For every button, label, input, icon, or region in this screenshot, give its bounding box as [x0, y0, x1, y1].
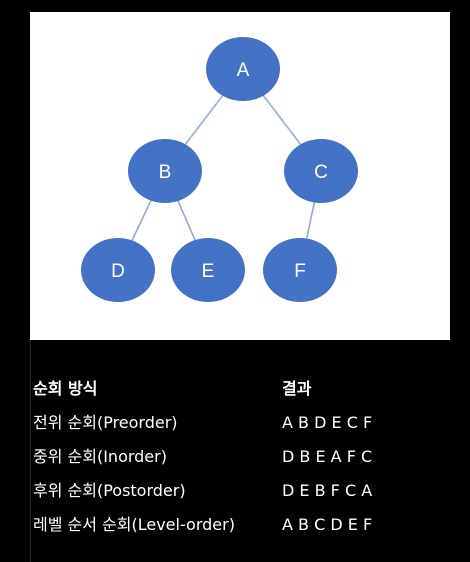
edge-C-F: [305, 202, 316, 239]
node-F: F: [263, 238, 337, 302]
header-method: 순회 방식: [33, 379, 98, 398]
result-preorder: A B D E C F: [282, 413, 373, 432]
method-postorder: 후위 순회(Postorder): [33, 481, 186, 500]
node-label-D: D: [111, 261, 125, 282]
node-label-A: A: [237, 60, 250, 81]
node-circle-C: [284, 139, 358, 203]
node-C: C: [284, 139, 358, 203]
edge-A-B: [184, 95, 224, 145]
header-result: 결과: [282, 379, 312, 398]
node-circle-A: [206, 37, 280, 101]
divider-line: [30, 340, 31, 562]
node-label-C: C: [314, 162, 328, 183]
table-header-row: 순회 방식 결과: [33, 372, 453, 406]
result-levelorder: A B C D E F: [282, 515, 373, 534]
method-preorder: 전위 순회(Preorder): [33, 413, 178, 432]
edge-A-C: [262, 95, 302, 145]
table-row-levelorder: 레벨 순서 순회(Level-order) A B C D E F: [33, 508, 453, 542]
node-D: D: [81, 238, 155, 302]
table-row-preorder: 전위 순회(Preorder) A B D E C F: [33, 406, 453, 440]
node-circle-F: [263, 238, 337, 302]
node-label-E: E: [202, 261, 215, 282]
result-postorder: D E B F C A: [282, 481, 373, 500]
method-levelorder: 레벨 순서 순회(Level-order): [33, 515, 235, 534]
node-label-F: F: [294, 261, 306, 282]
table-row-inorder: 중위 순회(Inorder) D B E A F C: [33, 440, 453, 474]
node-circle-B: [128, 139, 202, 203]
table-row-postorder: 후위 순회(Postorder) D E B F C A: [33, 474, 453, 508]
binary-tree-diagram: A B C D E F: [30, 12, 450, 340]
node-A: A: [206, 37, 280, 101]
node-circle-E: [171, 238, 245, 302]
node-E: E: [171, 238, 245, 302]
node-label-B: B: [159, 162, 172, 183]
method-inorder: 중위 순회(Inorder): [33, 447, 167, 466]
tree-graphic: A B C D E F: [81, 37, 358, 302]
result-inorder: D B E A F C: [282, 447, 373, 466]
node-circle-D: [81, 238, 155, 302]
edge-B-E: [177, 200, 196, 241]
edge-B-D: [131, 200, 152, 241]
node-B: B: [128, 139, 202, 203]
